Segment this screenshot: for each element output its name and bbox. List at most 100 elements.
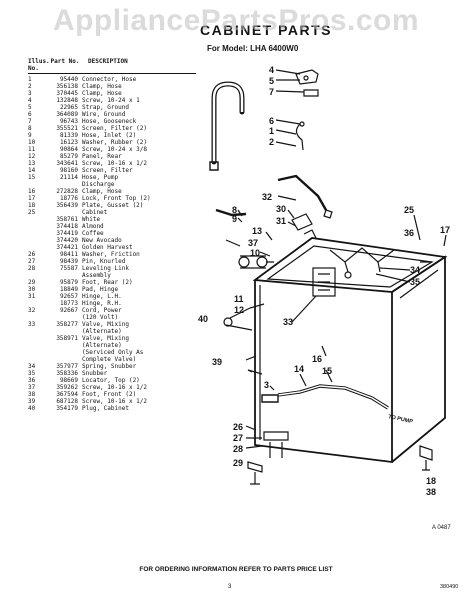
model-subtitle: For Model: LHA 6400W0 <box>207 44 299 53</box>
row-part-number: 96743 <box>59 118 78 125</box>
row-part-number <box>48 342 82 349</box>
row-illus-number: 35 <box>28 370 36 377</box>
row-illus-number <box>28 342 48 349</box>
row-description: Almond <box>82 223 104 230</box>
page-title: CABINET PARTS <box>200 22 333 38</box>
row-part-number: 95440 <box>59 76 78 83</box>
row-part-number: 358761 <box>56 216 78 223</box>
table-row: Complete Valve) <box>28 356 196 363</box>
table-row: (Serviced Only As <box>28 349 196 356</box>
callout-25: 25 <box>404 205 414 215</box>
watermark-text: AppliancePartsPros.com <box>52 4 420 37</box>
row-illus-number: 18 <box>28 202 36 209</box>
row-description: Washer, Rubber (2) <box>82 139 148 146</box>
row-part-number: 343641 <box>56 160 78 167</box>
row-part-number: 355521 <box>56 125 78 132</box>
row-description: Hose, Pump <box>82 174 119 181</box>
header-illus: Illus. No. <box>28 58 50 72</box>
figure-reference-code: A 0487 <box>432 525 451 531</box>
row-part-number: 370445 <box>56 90 78 97</box>
callout-26: 26 <box>233 422 243 432</box>
row-illus-number: 31 <box>28 293 36 300</box>
row-illus-number: 27 <box>28 258 36 265</box>
callout-34: 34 <box>410 265 420 275</box>
row-illus-number: 4 <box>28 97 32 104</box>
table-row: (Alternate) <box>28 342 196 349</box>
row-illus-number <box>28 216 48 223</box>
row-part-number: 272828 <box>56 188 78 195</box>
row-description: Snubber <box>82 370 108 377</box>
row-illus-number <box>28 356 48 363</box>
table-row: (120 Volt) <box>28 314 196 321</box>
row-part-number: 18849 <box>59 286 78 293</box>
row-part-number: 358971 <box>56 335 78 342</box>
callout-33: 33 <box>283 317 293 327</box>
row-description: Locator, Top (2) <box>82 377 140 384</box>
row-part-number <box>48 209 82 216</box>
ground-strap <box>295 69 319 85</box>
table-row: Discharge <box>28 181 196 188</box>
callout-35: 35 <box>410 277 420 287</box>
cabinet-exploded-diagram: 4 5 7 6 1 2 32 8 9 30 31 13 37 10 25 17 … <box>198 65 450 497</box>
document-code: 380490 <box>440 584 459 590</box>
ordering-footer: FOR ORDERING INFORMATION REFER TO PARTS … <box>139 566 333 573</box>
row-part-number <box>48 356 82 363</box>
row-description: Hose, Gooseneck <box>82 118 137 125</box>
row-description: Discharge <box>82 181 115 188</box>
row-illus-number: 15 <box>28 174 36 181</box>
row-description: Wire, Ground <box>82 111 126 118</box>
row-description: Clamp, Hose <box>82 188 122 195</box>
row-description: Assembly <box>82 272 111 279</box>
row-part-number: 81339 <box>59 132 78 139</box>
row-illus-number: 34 <box>28 363 36 370</box>
row-illus-number <box>28 300 48 307</box>
row-part-number <box>48 314 82 321</box>
row-illus-number <box>28 230 48 237</box>
callout-15: 15 <box>322 366 332 376</box>
row-illus-number <box>28 223 48 230</box>
row-part-number: 98411 <box>59 251 78 258</box>
row-part-number <box>48 349 82 356</box>
table-row: (Alternate) <box>28 328 196 335</box>
row-description: Screw, 10-16 x 1/2 <box>82 160 148 167</box>
row-part-number: 374419 <box>56 230 78 237</box>
row-description: Panel, Rear <box>82 153 122 160</box>
row-illus-number <box>28 349 48 356</box>
callout-12: 12 <box>234 305 244 315</box>
row-part-number: 18776 <box>59 195 78 202</box>
row-part-number: 16123 <box>59 139 78 146</box>
row-part-number: 354179 <box>56 405 78 412</box>
row-description: Leveling Link <box>82 265 129 272</box>
callout-2: 2 <box>269 137 274 147</box>
row-part-number: 356138 <box>56 83 78 90</box>
panel-screw <box>225 239 241 247</box>
row-part-number: 364089 <box>56 111 78 118</box>
front-foot-left <box>247 461 263 473</box>
row-description: (Alternate) <box>82 342 122 349</box>
callout-3: 3 <box>264 380 269 390</box>
row-description: Clamp, Hose <box>82 90 122 97</box>
row-illus-number: 12 <box>28 153 36 160</box>
row-part-number: 358277 <box>56 321 78 328</box>
row-illus-number: 5 <box>28 104 32 111</box>
row-illus-number: 36 <box>28 377 36 384</box>
table-header: Illus. No. Part No. DESCRIPTION <box>28 58 196 72</box>
row-part-number: 367594 <box>56 391 78 398</box>
callout-4: 4 <box>269 65 274 75</box>
front-foot-right <box>419 445 433 461</box>
table-row: 6 364089 Wire, Ground <box>28 111 196 118</box>
row-illus-number: 6 <box>28 111 32 118</box>
inlet-screens <box>240 255 266 269</box>
page-number: 3 <box>228 584 232 590</box>
row-part-number: 98160 <box>59 167 78 174</box>
row-part-number: 374420 <box>56 237 78 244</box>
